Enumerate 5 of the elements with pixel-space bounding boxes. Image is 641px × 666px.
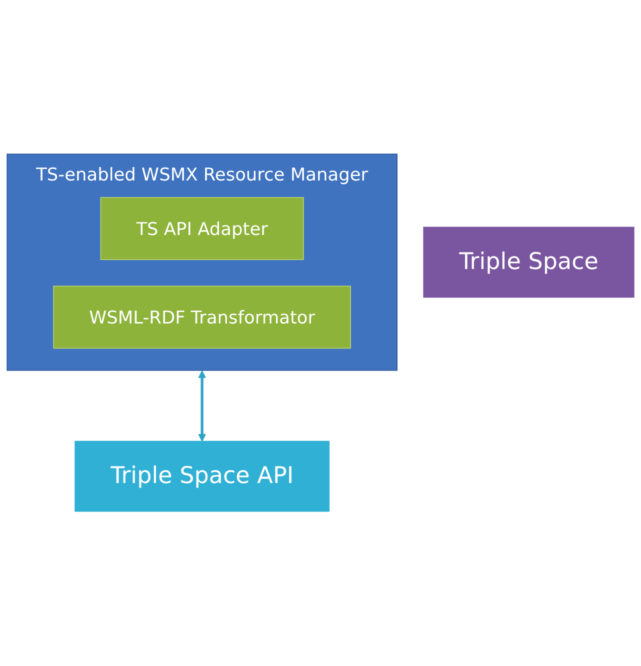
node-box: Triple Space API: [74, 441, 330, 512]
arrow: [198, 370, 206, 442]
node-box: Triple Space: [423, 227, 634, 298]
node-box: WSML-RDF Transformator: [53, 286, 351, 349]
node-box: TS API Adapter: [100, 197, 304, 260]
